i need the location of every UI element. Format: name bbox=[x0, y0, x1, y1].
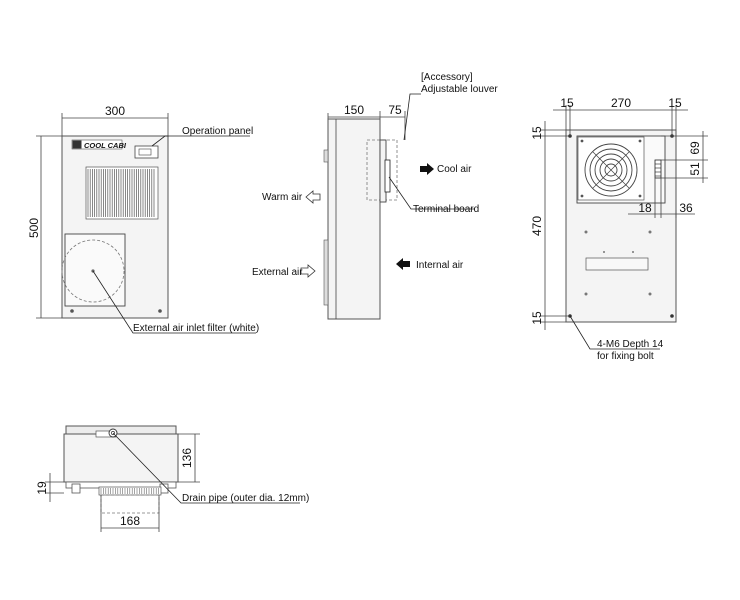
dim-side-louver: 75 bbox=[388, 103, 402, 117]
fan-hidden-outline bbox=[61, 239, 125, 303]
label-louver: Adjustable louver bbox=[421, 84, 498, 95]
dim-bottom-height: 136 bbox=[180, 448, 194, 468]
label-operation-panel: Operation panel bbox=[182, 126, 253, 137]
bottom-view: 136 19 168 Drain pipe (outer dia. 12mm) bbox=[35, 425, 309, 532]
bottom-hidden-outline bbox=[100, 494, 160, 514]
dim-rear-hole-pitch: 470 bbox=[530, 216, 544, 236]
front-view: COOL CABI 300 500 Operation panel Extern… bbox=[27, 104, 259, 334]
dim-front-width: 300 bbox=[105, 104, 125, 118]
dim-bottom-19: 19 bbox=[35, 481, 49, 495]
fan-housing bbox=[577, 136, 645, 201]
rear-label-plate bbox=[585, 257, 649, 271]
label-internal-air: Internal air bbox=[416, 260, 464, 271]
label-fixing-bolt-1: 4-M6 Depth 14 bbox=[597, 339, 664, 350]
label-external-air: External air bbox=[252, 267, 303, 278]
label-filter: External air inlet filter (white) bbox=[133, 323, 259, 334]
brand-logo-text: COOL CABI bbox=[84, 141, 127, 150]
rear-terminal-board bbox=[654, 159, 662, 179]
dim-rear-margin-top: 15 bbox=[530, 126, 544, 140]
label-cool-air: Cool air bbox=[437, 164, 472, 175]
label-drain-pipe: Drain pipe (outer dia. 12mm) bbox=[182, 493, 309, 504]
bottom-housing bbox=[63, 433, 179, 483]
dim-rear-width: 270 bbox=[611, 96, 631, 110]
bottom-top-rim bbox=[65, 425, 177, 435]
dim-rear-69: 69 bbox=[688, 141, 702, 155]
dim-rear-margin-left: 15 bbox=[560, 96, 574, 110]
mount-hole bbox=[70, 309, 74, 313]
warm-air-arrow-icon bbox=[305, 190, 321, 204]
label-terminal-board: Terminal board bbox=[413, 204, 479, 215]
terminal-board bbox=[384, 159, 391, 193]
mount-hole bbox=[158, 309, 162, 313]
dim-rear-18: 18 bbox=[638, 201, 652, 215]
internal-air-arrow-icon bbox=[396, 258, 410, 270]
inlet-filter bbox=[64, 233, 126, 307]
label-fixing-bolt-2: for fixing bolt bbox=[597, 351, 654, 362]
dim-side-depth: 150 bbox=[344, 103, 364, 117]
dim-rear-36: 36 bbox=[679, 201, 693, 215]
bottom-grille bbox=[98, 486, 162, 496]
side-housing bbox=[327, 118, 381, 320]
dim-front-height: 500 bbox=[27, 218, 41, 238]
dim-bottom-168: 168 bbox=[120, 514, 140, 528]
dim-rear-margin-bottom: 15 bbox=[530, 311, 544, 325]
dim-rear-margin-right: 15 bbox=[668, 96, 682, 110]
external-air-arrow-icon bbox=[300, 264, 316, 278]
label-warm-air: Warm air bbox=[262, 192, 303, 203]
exhaust-grille bbox=[85, 166, 159, 220]
label-accessory: [Accessory] bbox=[421, 72, 473, 83]
brand-logo bbox=[71, 139, 123, 150]
fan-guard bbox=[584, 143, 638, 197]
dim-rear-51: 51 bbox=[688, 162, 702, 176]
rear-view: 15 270 15 15 470 15 69 51 18 36 4-M6 Dep… bbox=[530, 96, 708, 362]
cool-air-arrow-icon bbox=[420, 163, 434, 175]
side-view: 150 75 [Accessory] Adjustable louver Coo… bbox=[252, 72, 498, 320]
